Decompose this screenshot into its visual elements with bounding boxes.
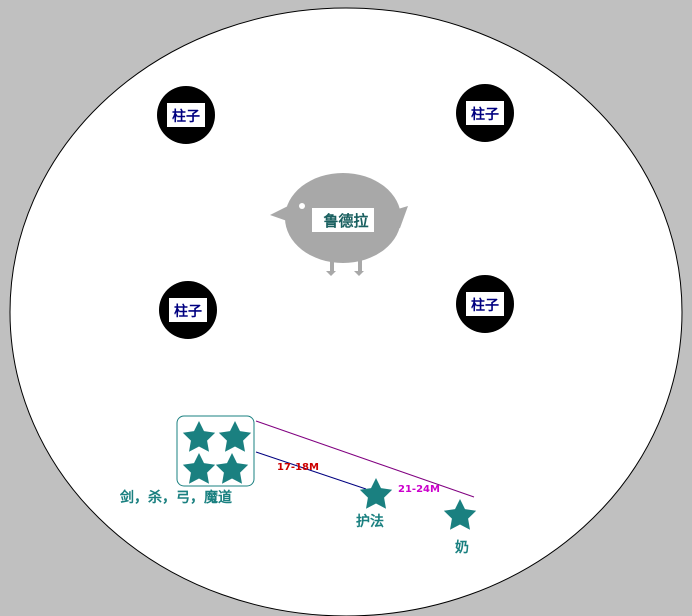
distance-label-near: 17-18M <box>277 462 319 473</box>
pillar-bottom-right: 柱子 <box>456 275 514 333</box>
pillar-bottom-left: 柱子 <box>159 281 217 339</box>
pillar-top-right: 柱子 <box>456 84 514 142</box>
boss-name: 鲁德拉 <box>323 212 368 230</box>
protector-label: 护法 <box>356 513 384 530</box>
pillar-label: 柱子 <box>174 303 202 320</box>
pillar-label: 柱子 <box>471 297 499 314</box>
pillar-top-left: 柱子 <box>157 86 215 144</box>
boss-nameplate <box>312 208 374 232</box>
distance-line-near <box>255 451 367 490</box>
healer-label: 奶 <box>455 539 469 556</box>
arena-floor <box>9 7 683 616</box>
melee-group-label: 剑，杀，弓，魔道 <box>119 489 232 506</box>
pillar-label: 柱子 <box>471 106 499 123</box>
distance-label-far: 21-24M <box>398 484 440 495</box>
pillar-label: 柱子 <box>172 108 200 125</box>
distance-line-far <box>255 420 475 498</box>
melee-group-box <box>176 415 255 487</box>
